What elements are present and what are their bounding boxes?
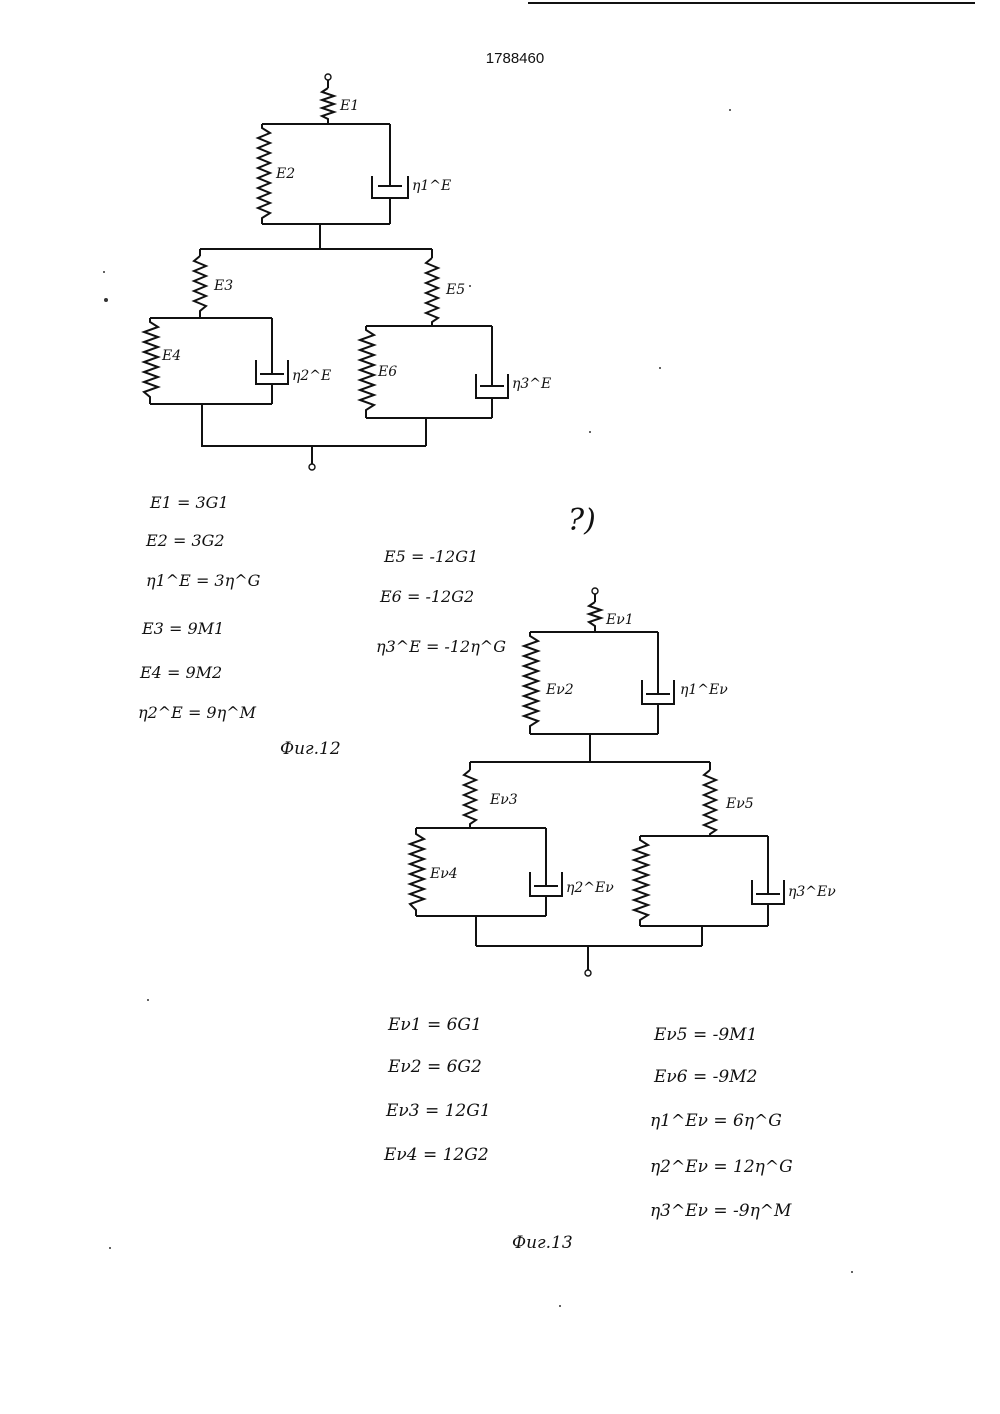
dashpot-eta2-nu <box>530 828 562 916</box>
equation: Eν5 = -9M1 <box>653 1025 757 1045</box>
equation: η2^Eν = 12η^G <box>650 1157 793 1177</box>
label-ev4: Eν4 <box>429 866 458 882</box>
label-e4: E4 <box>161 348 181 364</box>
spring-e3 <box>194 256 206 318</box>
spring-e1 <box>322 88 334 124</box>
spring-ev2 <box>524 632 538 734</box>
equation: Eν4 = 12G2 <box>383 1145 489 1165</box>
figure-12-equations-left: E1 = 3G1 E2 = 3G2 η1^E = 3η^G E3 = 9M1 E… <box>138 493 261 722</box>
label-ev2: Eν2 <box>545 682 574 698</box>
label-ev5: Eν5 <box>725 796 754 812</box>
spring-ev6 <box>634 836 648 926</box>
dashpot-eta1-nu <box>642 632 674 734</box>
figure-13-equations-left: Eν1 = 6G1 Eν2 = 6G2 Eν3 = 12G1 Eν4 = 12G… <box>383 1015 491 1165</box>
equation: E4 = 9M2 <box>139 663 222 682</box>
caption-fig13: Фиг.13 <box>512 1233 573 1253</box>
equation: η1^E = 3η^G <box>146 571 261 590</box>
patent-number: 1788460 <box>486 50 544 67</box>
label-ev1: Eν1 <box>605 612 634 628</box>
spring-e2 <box>258 124 270 224</box>
label-e3: E3 <box>213 278 233 294</box>
spring-e4 <box>144 318 158 404</box>
equation: E3 = 9M1 <box>141 619 224 638</box>
equation: Eν6 = -9M2 <box>653 1067 757 1087</box>
equation: η3^E = -12η^G <box>376 637 506 656</box>
label-e1: E1 <box>339 98 359 114</box>
spring-ev3 <box>464 770 476 828</box>
figure-12-equations-right: E5 = -12G1 E6 = -12G2 η3^E = -12η^G <box>376 547 506 656</box>
label-eta3-nu: η3^Eν <box>788 884 836 900</box>
label-eta2: η2^E <box>292 368 331 384</box>
dashpot-eta2 <box>256 318 288 404</box>
stray-mark: ?) <box>568 503 596 538</box>
equation: E6 = -12G2 <box>379 587 474 606</box>
label-e2: E2 <box>275 166 295 182</box>
dashpot-eta1 <box>372 124 408 224</box>
figure-12-diagram: E1 E2 η1^E E3 E5 E4 η2^E E6 η3^E <box>144 74 551 470</box>
equation: E2 = 3G2 <box>145 531 225 550</box>
spring-ev5 <box>704 770 716 836</box>
caption-fig12: Фиг.12 <box>280 739 341 759</box>
terminal-bottom <box>309 464 315 470</box>
equation: E5 = -12G1 <box>383 547 478 566</box>
terminal-top <box>592 588 598 594</box>
figure-13-equations-right: Eν5 = -9M1 Eν6 = -9M2 η1^Eν = 6η^G η2^Eν… <box>650 1025 793 1221</box>
dashpot-eta3 <box>476 326 508 418</box>
equation: η1^Eν = 6η^G <box>650 1111 782 1131</box>
equation: E1 = 3G1 <box>149 493 229 512</box>
label-eta2-nu: η2^Eν <box>566 880 614 896</box>
label-eta3: η3^E <box>512 376 551 392</box>
equation: Eν2 = 6G2 <box>387 1057 482 1077</box>
label-eta1: η1^E <box>412 178 451 194</box>
equation: Eν3 = 12G1 <box>385 1101 491 1121</box>
equation: η2^E = 9η^M <box>138 703 257 722</box>
terminal-top <box>325 74 331 80</box>
spring-e5 <box>426 258 438 326</box>
terminal-bottom <box>585 970 591 976</box>
label-eta1-nu: η1^Eν <box>680 682 728 698</box>
label-e5: E5 <box>445 282 465 298</box>
equation: Eν1 = 6G1 <box>387 1015 482 1035</box>
spring-ev1 <box>589 602 601 632</box>
equation: η3^Eν = -9η^M <box>650 1201 792 1221</box>
label-ev3: Eν3 <box>489 792 518 808</box>
spring-ev4 <box>410 828 424 916</box>
dashpot-eta3-nu <box>752 836 784 926</box>
label-e6: E6 <box>377 364 397 380</box>
spring-e6 <box>360 326 374 418</box>
